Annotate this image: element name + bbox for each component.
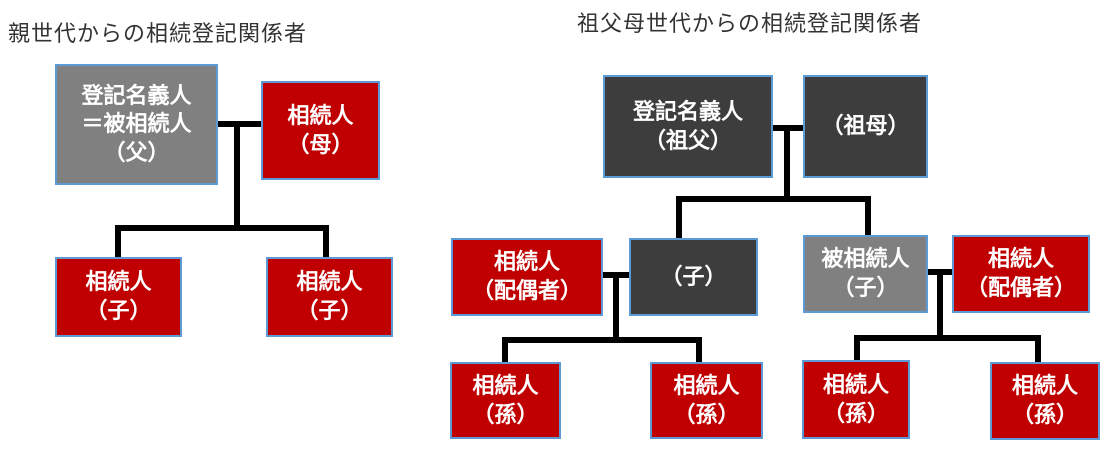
node-heir-spouse-left: 相続人 （配偶者） <box>451 238 603 316</box>
node-label: 被相続人 <box>821 246 910 272</box>
node-label: （祖母） <box>821 113 910 139</box>
connector-line <box>613 272 619 343</box>
node-label: （孫） <box>472 401 539 427</box>
node-label: （子） <box>296 298 363 323</box>
node-label: 相続人 <box>822 371 889 397</box>
node-heir-grandchild-1: 相続人 （孫） <box>450 362 561 439</box>
connector-line <box>502 337 508 362</box>
node-label: （配偶者） <box>965 275 1076 300</box>
node-label: 相続人 <box>987 246 1054 272</box>
connector-line <box>115 225 329 231</box>
node-label: （配偶者） <box>471 278 582 303</box>
node-label: 相続人 <box>85 269 152 295</box>
node-label: （父） <box>103 139 170 165</box>
node-label: 登記名義人 <box>632 98 743 124</box>
node-label: 相続人 <box>296 269 363 295</box>
node-label: （子） <box>85 298 152 323</box>
node-label: （孫） <box>1011 402 1078 427</box>
connector-line <box>676 196 682 238</box>
connector-line <box>784 125 790 202</box>
connector-line <box>234 121 240 231</box>
grandparent-diagram-title: 祖父母世代からの相続登記関係者 <box>577 11 923 36</box>
node-label: （子） <box>832 275 899 300</box>
node-label: 相続人 <box>472 372 539 398</box>
connector-line <box>502 337 702 343</box>
connector-line <box>937 269 943 341</box>
node-grandmother: （祖母） <box>803 75 928 178</box>
connector-line <box>115 225 121 258</box>
node-label: ＝被相続人 <box>81 111 192 137</box>
node-registered-owner-grandfather: 登記名義人 （祖父） <box>603 75 773 178</box>
node-heir-mother: 相続人 （母） <box>261 81 380 180</box>
connector-line <box>676 196 871 202</box>
node-label: 登記名義人 <box>81 82 192 108</box>
node-heir-grandchild-3: 相続人 （孫） <box>802 360 910 439</box>
node-label: （孫） <box>822 400 889 426</box>
connector-line <box>696 337 702 362</box>
node-label: （祖父） <box>643 127 732 153</box>
connector-line <box>854 335 860 360</box>
parent-diagram-title: 親世代からの相続登記関係者 <box>8 21 308 46</box>
node-heir-child-2: 相続人 （子） <box>266 257 393 337</box>
connector-line <box>323 225 329 258</box>
node-label: （孫） <box>673 401 740 427</box>
node-heir-grandchild-4: 相続人 （孫） <box>990 362 1100 440</box>
connector-line <box>865 196 871 235</box>
node-registered-owner-deceased-father: 登記名義人 ＝被相続人 （父） <box>55 64 218 185</box>
node-child-left: （子） <box>629 238 758 316</box>
node-label: （母） <box>287 131 354 157</box>
connector-line <box>854 335 1041 341</box>
node-label: 相続人 <box>493 249 560 275</box>
node-heir-spouse-right: 相続人 （配偶者） <box>952 235 1090 313</box>
connector-line <box>1035 335 1041 362</box>
node-label: 相続人 <box>673 372 740 398</box>
node-deceased-child: 被相続人 （子） <box>803 235 928 313</box>
node-heir-grandchild-2: 相続人 （孫） <box>650 362 763 439</box>
node-label: 相続人 <box>1011 373 1078 399</box>
node-label: 相続人 <box>287 102 354 128</box>
node-label: （子） <box>660 263 727 289</box>
node-heir-child-1: 相続人 （子） <box>55 257 182 337</box>
